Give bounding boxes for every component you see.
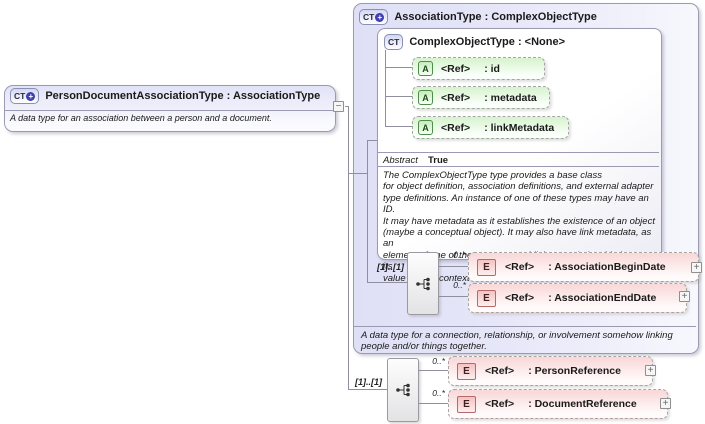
connector-line bbox=[367, 282, 407, 283]
attribute-icon: A bbox=[418, 61, 433, 76]
complex-object-type-doc: The ComplexObjectType type provides a ba… bbox=[383, 170, 656, 284]
occurrence-label: 0..* bbox=[453, 250, 466, 260]
expand-button[interactable]: + bbox=[660, 398, 671, 409]
connector-line bbox=[417, 403, 448, 404]
complex-type-icon: CT+ bbox=[10, 88, 40, 104]
element-ref: <Ref> bbox=[505, 292, 535, 304]
connector-line bbox=[345, 106, 349, 107]
connector-line bbox=[385, 96, 412, 97]
sequence-connector[interactable] bbox=[387, 358, 419, 422]
attribute-icon: A bbox=[418, 120, 433, 135]
connector-line bbox=[385, 50, 386, 127]
divider bbox=[5, 110, 333, 111]
attribute-name: : metadata bbox=[484, 91, 537, 104]
complex-type-icon: CT bbox=[384, 34, 404, 50]
complex-object-type-header: CT ComplexObjectType : <None> bbox=[384, 34, 565, 50]
occurrence-label: 0..* bbox=[432, 388, 445, 398]
sequence-icon bbox=[415, 277, 430, 290]
occurrence-label: 0..* bbox=[453, 280, 466, 290]
cardinality-label: [1]..[1] bbox=[355, 377, 382, 387]
occurrence-label: 0..* bbox=[432, 356, 445, 366]
element-name: : DocumentReference bbox=[528, 398, 637, 410]
element-row-document-reference[interactable]: E <Ref> : DocumentReference bbox=[448, 389, 668, 419]
derived-plus-icon: + bbox=[26, 91, 36, 101]
connector-line bbox=[367, 140, 368, 282]
complex-object-type-title: ComplexObjectType : <None> bbox=[409, 36, 566, 48]
element-icon: E bbox=[457, 362, 476, 380]
cardinality-label: [1]..[1] bbox=[377, 262, 404, 272]
expand-button[interactable]: + bbox=[691, 262, 702, 273]
element-row-association-begin-date[interactable]: E <Ref> : AssociationBeginDate bbox=[468, 252, 699, 282]
ct-icon-label: CT bbox=[388, 37, 400, 47]
abstract-facet-value: True bbox=[428, 155, 449, 166]
connector-line bbox=[367, 140, 377, 141]
attribute-ref: <Ref> bbox=[441, 62, 471, 75]
divider bbox=[378, 166, 659, 167]
connector-line bbox=[385, 67, 412, 68]
element-name: : AssociationEndDate bbox=[548, 292, 657, 304]
sequence-connector[interactable] bbox=[407, 252, 439, 315]
element-icon: E bbox=[457, 395, 476, 413]
element-ref: <Ref> bbox=[485, 398, 515, 410]
attribute-row-link-metadata[interactable]: A <Ref> : linkMetadata bbox=[412, 116, 569, 139]
expand-button[interactable]: + bbox=[645, 365, 656, 376]
left-type-title: PersonDocumentAssociationType : Associat… bbox=[45, 90, 321, 102]
attribute-row-id[interactable]: A <Ref> : id bbox=[412, 57, 545, 80]
ct-icon-label: CT bbox=[363, 12, 375, 22]
element-name: : PersonReference bbox=[528, 365, 621, 377]
ct-icon-label: CT bbox=[14, 91, 26, 101]
connector-line bbox=[385, 126, 412, 127]
element-row-person-reference[interactable]: E <Ref> : PersonReference bbox=[448, 356, 653, 386]
association-type-description: A data type for a connection, relationsh… bbox=[361, 330, 673, 352]
connector-line bbox=[437, 296, 468, 297]
abstract-facet-label: Abstract bbox=[383, 155, 418, 166]
connector-line bbox=[348, 389, 387, 390]
connector-line bbox=[348, 173, 367, 174]
collapse-button[interactable]: − bbox=[333, 101, 344, 112]
connector-line bbox=[348, 106, 349, 390]
left-type-header: CT+ PersonDocumentAssociationType : Asso… bbox=[10, 88, 320, 104]
person-document-association-type-box[interactable] bbox=[4, 85, 336, 132]
connector-line bbox=[437, 266, 468, 267]
derived-plus-icon: + bbox=[375, 12, 385, 22]
expand-button[interactable]: + bbox=[679, 291, 690, 302]
attribute-ref: <Ref> bbox=[441, 121, 471, 134]
attribute-row-metadata[interactable]: A <Ref> : metadata bbox=[412, 86, 550, 109]
element-row-association-end-date[interactable]: E <Ref> : AssociationEndDate bbox=[468, 283, 687, 313]
divider bbox=[354, 326, 696, 327]
divider bbox=[378, 152, 659, 153]
element-name: : AssociationBeginDate bbox=[548, 261, 666, 273]
attribute-name: : linkMetadata bbox=[484, 121, 555, 134]
association-type-header: CT+ AssociationType : ComplexObjectType bbox=[359, 9, 597, 25]
element-icon: E bbox=[477, 289, 496, 307]
element-ref: <Ref> bbox=[485, 365, 515, 377]
left-type-description: A data type for an association between a… bbox=[10, 113, 272, 123]
sequence-icon bbox=[395, 383, 410, 397]
connector-line bbox=[417, 370, 448, 371]
attribute-ref: <Ref> bbox=[441, 91, 471, 104]
element-ref: <Ref> bbox=[505, 261, 535, 273]
attribute-name: : id bbox=[484, 62, 500, 75]
element-icon: E bbox=[477, 258, 496, 276]
attribute-icon: A bbox=[418, 90, 433, 105]
complex-type-icon: CT+ bbox=[359, 9, 389, 25]
association-type-title: AssociationType : ComplexObjectType bbox=[394, 11, 597, 23]
